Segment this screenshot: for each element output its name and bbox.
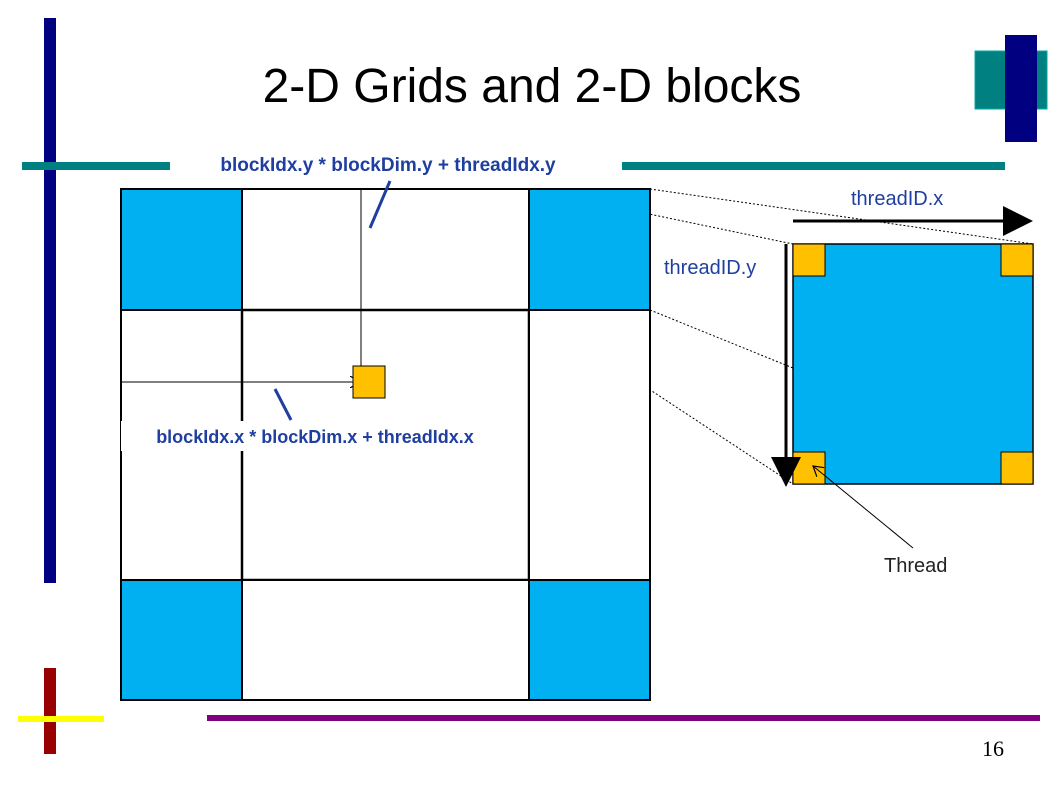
thread-bottom-right: [1000, 451, 1034, 485]
bottom-maroon-bar: [44, 668, 56, 754]
x-formula-connector: [273, 388, 293, 421]
block-bottom-middle: [241, 579, 530, 701]
thread-y-label: threadID.y: [664, 257, 756, 279]
block-top-right: [528, 188, 651, 311]
zoomed-block-body: [792, 243, 1034, 485]
slide-title: 2-D Grids and 2-D blocks: [263, 60, 802, 113]
zoom-line-top-outer: [649, 188, 1034, 245]
zoom-line-bottom-outer: [649, 309, 794, 369]
highlighted-thread: [352, 365, 386, 399]
left-navy-bar: [44, 18, 56, 583]
thread-x-label: threadID.x: [851, 188, 943, 210]
x-index-formula: blockIdx.x * blockDim.x + threadIdx.x: [156, 427, 474, 447]
block-middle-right: [528, 309, 651, 581]
block-top-left: [120, 188, 243, 311]
y-index-formula: blockIdx.y * blockDim.y + threadIdx.y: [220, 155, 556, 176]
x-formula-background: [121, 421, 511, 451]
grid: [120, 188, 651, 701]
thread-top-right: [1000, 243, 1034, 277]
bottom-yellow-line: [18, 716, 104, 722]
y-formula-connector: [368, 180, 392, 229]
thread-top-left: [792, 243, 826, 277]
zoomed-block: [792, 243, 1034, 485]
thread-bottom-left: [792, 451, 826, 485]
corner-navy-bar: [1005, 35, 1037, 142]
block-bottom-right: [528, 579, 651, 701]
thread-label: Thread: [884, 555, 947, 577]
thread-callout-line: [813, 466, 914, 549]
block-bottom-left: [120, 579, 243, 701]
block-top-middle: [241, 188, 530, 311]
top-teal-line-right: [622, 162, 1005, 170]
page-number: 16: [982, 736, 1004, 761]
top-teal-line-left: [22, 162, 170, 170]
bottom-purple-line: [207, 715, 1040, 721]
